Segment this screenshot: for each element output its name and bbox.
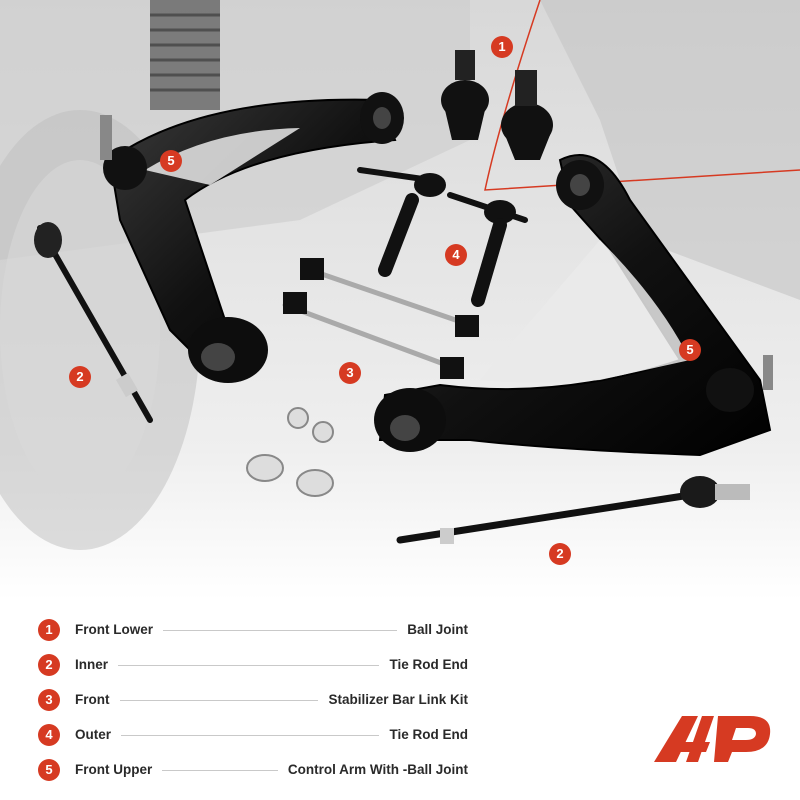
legend-leader-line [118,665,380,666]
legend-row: 3 Front Stabilizer Bar Link Kit [38,682,468,717]
legend-part-name: Stabilizer Bar Link Kit [328,692,468,707]
legend-row: 2 Inner Tie Rod End [38,647,468,682]
legend-row: 1 Front Lower Ball Joint [38,612,468,647]
legend-leader-line [163,630,398,631]
legend-part-name: Tie Rod End [389,657,468,672]
legend-row: 4 Outer Tie Rod End [38,717,468,752]
legend-part-position: Inner [75,657,109,672]
legend-row: 5 Front Upper Control Arm With -Ball Joi… [38,752,468,787]
callout-5-upper-control-arm-right: 5 [679,339,701,361]
legend-part-name: Tie Rod End [389,727,468,742]
callout-1-front-lower-ball-joint: 1 [491,36,513,58]
callout-5-upper-control-arm-left: 5 [160,150,182,172]
callout-3-stabilizer-link: 3 [339,362,361,384]
legend-number: 3 [38,688,60,711]
legend-number: 4 [38,723,60,746]
callout-2-inner-tie-rod-left: 2 [69,366,91,388]
callout-2-inner-tie-rod-right: 2 [549,543,571,565]
legend-number: 2 [38,653,60,676]
parts-legend: 1 Front Lower Ball Joint 2 Inner Tie Rod… [38,612,468,787]
callout-4-outer-tie-rod: 4 [445,244,467,266]
legend-part-position: Front Upper [75,762,153,777]
legend-number: 5 [38,758,60,781]
legend-part-position: Outer [75,727,112,742]
legend-part-name: Ball Joint [407,622,468,637]
legend-part-position: Front Lower [75,622,153,637]
legend-number: 1 [38,618,60,641]
legend-leader-line [162,770,278,771]
legend-leader-line [121,735,380,736]
a-premium-logo-icon [654,716,771,762]
legend-leader-line [119,700,319,701]
legend-part-name: Control Arm With -Ball Joint [287,762,468,777]
parts-photo [0,0,800,600]
legend-part-position: Front [75,692,110,707]
